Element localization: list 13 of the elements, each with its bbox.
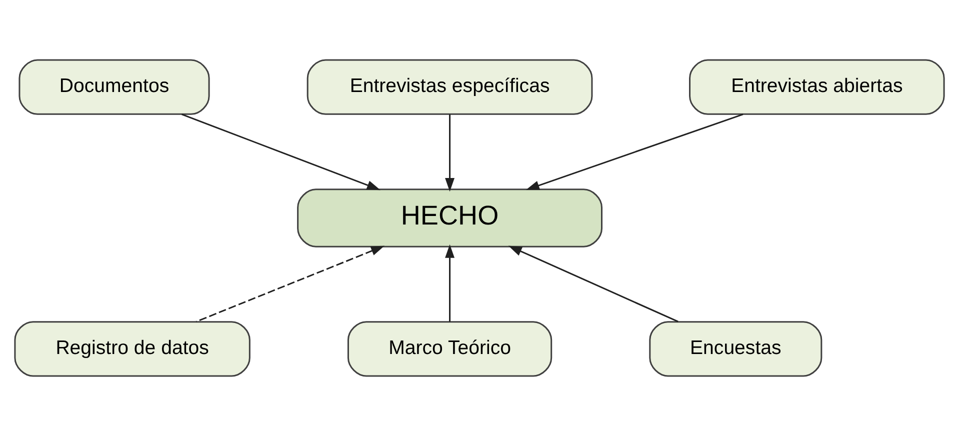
node-box: Entrevistas abiertas xyxy=(689,58,945,114)
arrow xyxy=(445,244,455,322)
node-box: Marco Teórico xyxy=(347,320,552,376)
arrow xyxy=(508,245,678,322)
arrow xyxy=(526,113,744,190)
arrow xyxy=(445,114,455,192)
arrow xyxy=(181,113,380,190)
node-box: Encuestas xyxy=(649,320,822,376)
node-box: Entrevistas específicas xyxy=(306,58,593,114)
node-box: HECHO xyxy=(297,188,602,247)
node-box: Documentos xyxy=(18,58,210,114)
arrow xyxy=(196,245,385,322)
node-box: Registro de datos xyxy=(14,320,250,376)
